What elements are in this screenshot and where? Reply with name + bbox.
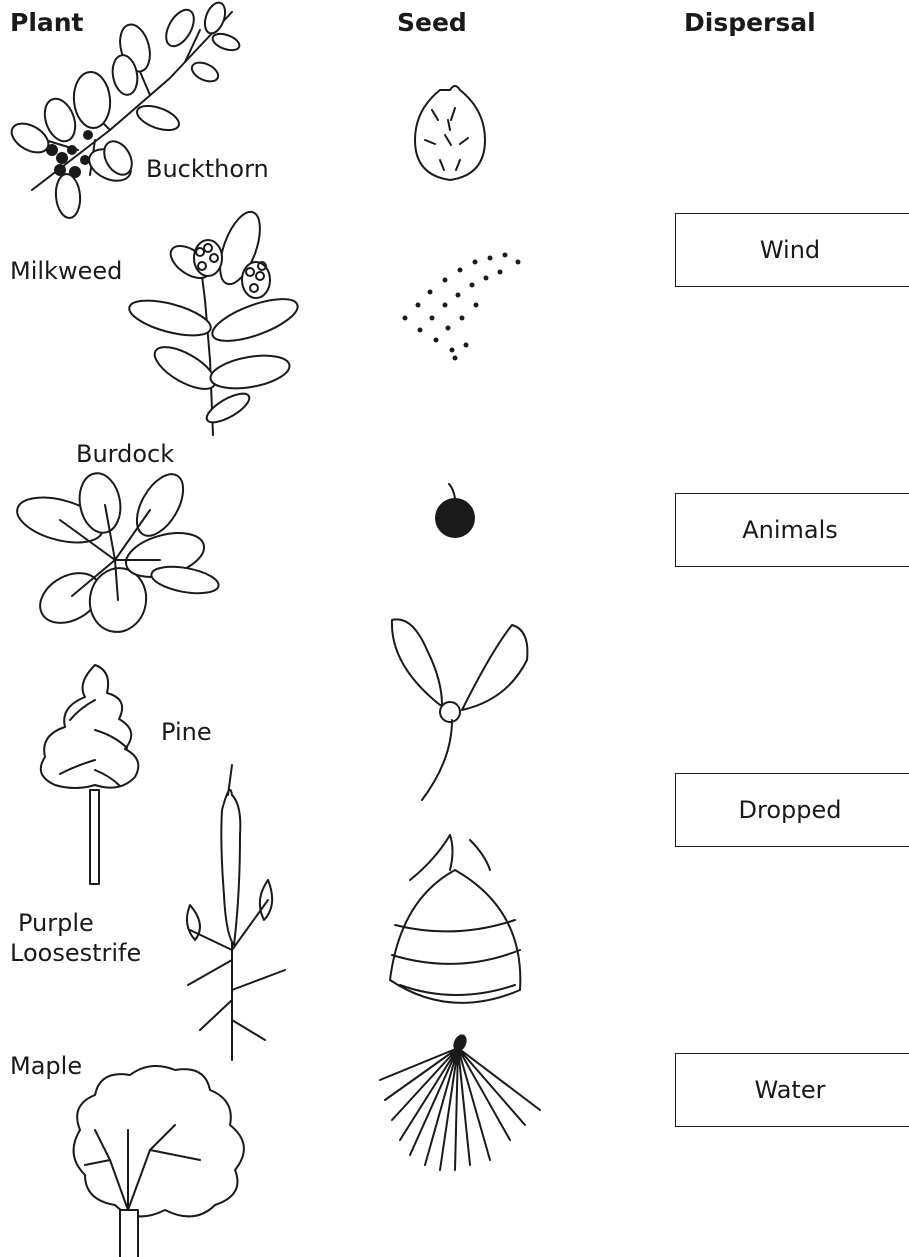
purple-loosestrife-illustration (187, 765, 285, 1060)
seed-buckthorn-berry (435, 484, 475, 538)
maple-illustration (74, 1066, 244, 1257)
pine-illustration (41, 665, 139, 884)
buckthorn-illustration (7, 0, 242, 219)
seed-milkweed-tiny (403, 253, 521, 361)
seed-purple-loosestrife-fluff (380, 1032, 540, 1170)
seed-burdock-burr (415, 86, 485, 180)
seed-pine-cone (390, 835, 520, 1003)
seed-maple-samara (392, 619, 528, 800)
milkweed-illustration (126, 207, 303, 435)
burdock-illustration (12, 467, 220, 637)
